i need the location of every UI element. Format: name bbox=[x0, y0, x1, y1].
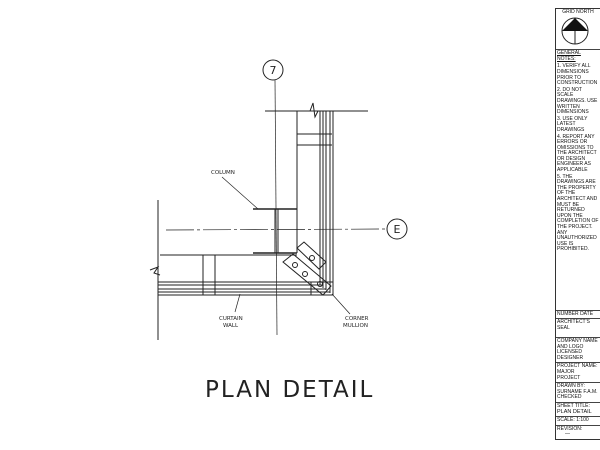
note: 5. THE DRAWINGS ARE THE PROPERTY OF THE … bbox=[557, 173, 599, 253]
drawing-title: PLAN DETAIL bbox=[205, 377, 374, 403]
curtain-wall bbox=[158, 111, 334, 296]
revision-table-header: NUMBER DATE bbox=[556, 311, 600, 320]
svg-text:7: 7 bbox=[270, 64, 277, 77]
date-header: DATE bbox=[580, 310, 594, 317]
scale-section: SCALE: 1:100 bbox=[556, 417, 600, 426]
number-header: NUMBER bbox=[557, 310, 579, 317]
revision-section: REVISION: — bbox=[556, 426, 600, 439]
corner-mullion-label-2: MULLION bbox=[343, 323, 368, 329]
company-section: COMPANY NAME AND LOGO LICENSED DESIGNER bbox=[556, 338, 600, 364]
curtain-wall-leader bbox=[234, 293, 241, 313]
company-logo: LICENSED DESIGNER bbox=[557, 349, 584, 361]
scale-value: 1:100 bbox=[576, 417, 589, 424]
title-block: GRID NORTH GENERAL NOTES: 1. VERIFY ALL … bbox=[555, 8, 600, 440]
sheet-title-section: SHEET TITLE: PLAN DETAIL bbox=[556, 403, 600, 418]
sheet-title-label: SHEET TITLE: bbox=[557, 403, 590, 410]
project-name-label: PROJECT NAME: bbox=[557, 363, 598, 370]
column-leader bbox=[221, 176, 259, 210]
corner-mullion-label: CORNER bbox=[345, 316, 369, 322]
north-arrow-icon bbox=[561, 17, 589, 45]
building-outline bbox=[149, 102, 368, 340]
column-label: COLUMN bbox=[211, 170, 235, 176]
revision-value: — bbox=[565, 431, 570, 438]
plan-detail-drawing: 7 E COLU bbox=[149, 59, 408, 403]
general-notes: GENERAL NOTES: 1. VERIFY ALL DIMENSIONS … bbox=[556, 50, 600, 311]
architects-seal-label: ARCHITECT'S SEAL bbox=[557, 319, 590, 331]
grid-line-7: 7 bbox=[262, 59, 284, 336]
column bbox=[253, 208, 297, 254]
note: 2. DO NOT SCALE DRAWINGS. USE WRITTEN DI… bbox=[557, 86, 598, 116]
general-notes-heading: GENERAL NOTES: bbox=[557, 50, 581, 62]
drawn-by-label: DRAWN BY: bbox=[557, 383, 585, 390]
sheet-title: PLAN DETAIL bbox=[557, 408, 592, 415]
scale-label: SCALE: bbox=[557, 417, 575, 424]
note: 4. REPORT ANY ERRORS OR OMISSIONS TO THE… bbox=[557, 133, 597, 174]
company-label: COMPANY NAME AND LOGO bbox=[557, 338, 598, 350]
corner-mullion bbox=[282, 241, 332, 296]
grid-north-label: GRID NORTH bbox=[562, 9, 594, 15]
grid-line-e: E bbox=[165, 218, 408, 240]
drawn-by-section: DRAWN BY: SURNAME F.A.M. CHECKED bbox=[556, 383, 600, 404]
revision-label: REVISION: bbox=[557, 425, 583, 432]
checked-label: CHECKED bbox=[557, 394, 582, 401]
curtain-wall-label-2: WALL bbox=[223, 323, 239, 329]
note: 1. VERIFY ALL DIMENSIONS PRIOR TO CONSTR… bbox=[557, 63, 598, 87]
note: 3. USE ONLY LATEST DRAWINGS bbox=[557, 115, 588, 133]
project-name-section: PROJECT NAME: MAJOR PROJECT bbox=[556, 363, 600, 384]
architects-seal: ARCHITECT'S SEAL bbox=[556, 319, 600, 339]
curtain-wall-label: CURTAIN bbox=[219, 316, 243, 322]
corner-mullion-leader bbox=[331, 293, 351, 315]
grid-north-section: GRID NORTH bbox=[556, 9, 600, 51]
drawn-by: SURNAME F.A.M. bbox=[557, 388, 598, 395]
project-name: MAJOR PROJECT bbox=[557, 369, 581, 381]
svg-text:E: E bbox=[394, 223, 401, 236]
